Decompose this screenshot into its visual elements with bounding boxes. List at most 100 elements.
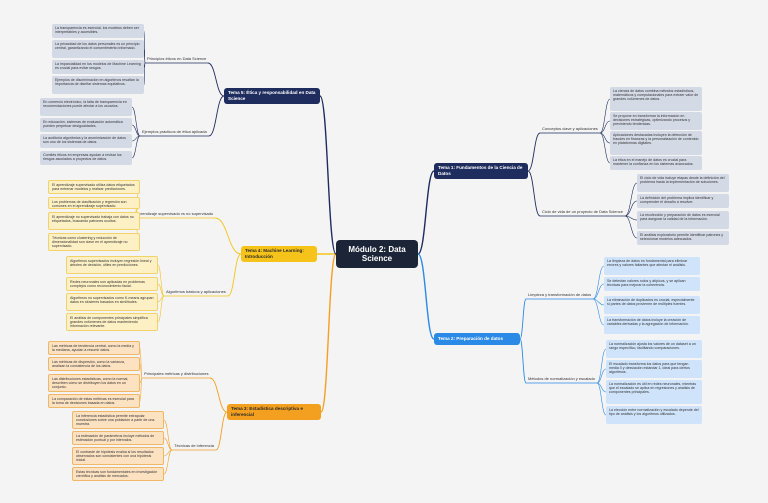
subtopic-inferencia[interactable]: Técnicas de inferencia (174, 443, 215, 448)
connector-line (592, 298, 605, 326)
subtopic-limpieza[interactable]: Limpieza y transformación de datos (528, 292, 592, 297)
leaf-item[interactable]: Las métricas de dispersión, como la vari… (48, 357, 140, 371)
leaf-item[interactable]: Comités éticos en empresas ayudan a revi… (40, 151, 132, 165)
connector-line (227, 253, 242, 297)
connector-line (596, 382, 607, 416)
connector-line (624, 215, 638, 221)
subtopic-principios[interactable]: Principios éticos en Data Science (147, 56, 207, 61)
connector-line (215, 411, 228, 451)
connector-line (599, 120, 611, 134)
connector-line (592, 298, 605, 306)
connector-line (319, 95, 337, 255)
connector-line (527, 170, 541, 217)
connector-line (624, 182, 638, 217)
connector-line (131, 124, 141, 137)
leaf-item[interactable]: Aplicaciones destacadas incluyen la dete… (610, 131, 702, 155)
leaf-item[interactable]: El contraste de hipótesis evalúa si los … (72, 447, 164, 465)
connector-line (163, 449, 173, 475)
leaf-item[interactable]: La definición del problema implica ident… (637, 194, 729, 208)
leaf-item[interactable]: El análisis exploratorio permite identif… (637, 231, 729, 245)
leaf-item[interactable]: Las métricas de tendencia central, como … (48, 341, 140, 355)
connector-line (143, 62, 146, 86)
connector-line (519, 338, 527, 384)
connector-line (207, 62, 225, 97)
leaf-item[interactable]: El ciclo de vida incluye etapas desde la… (637, 174, 729, 192)
subtopic-ejemplos-eticos[interactable]: Ejemplos prácticos de ética aplicada (142, 129, 207, 134)
leaf-item[interactable]: Estas técnicas son fundamentales en inve… (72, 467, 164, 481)
connector-line (163, 437, 173, 451)
topic-tema-4[interactable]: Tema 4: Machine Learning: Introducción (241, 246, 317, 262)
subtopic-normalizacion[interactable]: Métodos de normalización y escalado (528, 376, 595, 381)
connector-line (139, 377, 143, 402)
subtopic-aprendizaje[interactable]: Aprendizaje supervisado vs no supervisad… (136, 211, 214, 216)
leaf-item[interactable]: En educación, sistemas de evaluación aut… (40, 118, 132, 132)
connector-line (596, 368, 607, 384)
topic-tema-1[interactable]: Tema 1: Fundamentos de la Ciencia de Dat… (434, 163, 528, 179)
connector-line (157, 264, 165, 297)
connector-line (208, 95, 225, 137)
connector-line (417, 253, 435, 340)
connector-line (596, 382, 607, 393)
leaf-item[interactable]: La recolección y preparación de datos es… (637, 211, 729, 229)
connector-line (131, 106, 141, 137)
leaf-item[interactable]: La auditoría algorítmica y la anonimizac… (40, 134, 132, 148)
leaf-item[interactable]: Algoritmos no supervisados como K-means … (66, 293, 158, 311)
subtopic-ciclo-de-vida[interactable]: Ciclo de vida de un proyecto de Data Sci… (542, 209, 623, 214)
connector-line (163, 419, 173, 451)
leaf-item[interactable]: La privacidad de los datos personales es… (52, 40, 144, 58)
leaf-item[interactable]: El escalado transforma los datos para qu… (606, 360, 702, 378)
subtopic-algoritmos[interactable]: Algoritmos básicos y aplicaciones (166, 289, 226, 294)
connector-line (624, 215, 638, 239)
connector-line (131, 135, 141, 142)
connector-line (599, 132, 611, 144)
connector-line (527, 132, 541, 172)
connector-line (139, 363, 143, 379)
central-topic[interactable]: Módulo 2: Data Science (336, 240, 418, 268)
leaf-item[interactable]: La comparación de estas métricas es esen… (48, 394, 140, 408)
leaf-item[interactable]: Se detectan valores nulos y atípicos, y … (604, 277, 700, 291)
topic-tema-2[interactable]: Tema 2: Preparación de datos (434, 333, 520, 345)
topic-tema-5[interactable]: Tema 5: Ética y responsabilidad en Data … (224, 88, 320, 104)
leaf-item[interactable]: La transparencia es esencial, los modelo… (52, 24, 144, 38)
leaf-item[interactable]: Los problemas de clasificación y regresi… (48, 197, 140, 209)
leaf-item[interactable]: El aprendizaje supervisado utiliza datos… (48, 180, 140, 194)
connector-line (592, 283, 605, 300)
connector-line (131, 135, 141, 159)
leaf-item[interactable]: La transformación de datos incluye la cr… (604, 316, 700, 334)
leaf-item[interactable]: Las distribuciones estadísticas, como la… (48, 374, 140, 392)
connector-line (624, 200, 638, 217)
leaf-item[interactable]: Algoritmos supervisados incluyen regresi… (66, 256, 158, 274)
subtopic-metricas[interactable]: Principales métricas y distribuciones (144, 371, 209, 376)
leaf-item[interactable]: El análisis de componentes principales s… (66, 313, 158, 331)
connector-line (592, 265, 605, 300)
leaf-item[interactable]: Se propone en transformar la información… (610, 112, 702, 130)
connector-line (157, 295, 165, 323)
leaf-item[interactable]: La inferencia estadística permite extrap… (72, 411, 164, 429)
leaf-item[interactable]: La ciencia de datos combina métodos esta… (610, 87, 702, 111)
connector-line (214, 217, 242, 255)
connector-line (157, 283, 165, 297)
leaf-item[interactable]: La imparcialidad en los modelos de Machi… (52, 60, 144, 74)
leaf-item[interactable]: En comercio electrónico, la falta de tra… (40, 98, 132, 116)
connector-line (209, 377, 228, 413)
leaf-item[interactable]: Redes neuronales son aplicadas en proble… (66, 277, 158, 291)
leaf-item[interactable]: La normalización es útil en redes neuron… (606, 380, 702, 404)
connector-line (143, 48, 146, 64)
leaf-item[interactable]: La ética en el manejo de datos es crucia… (610, 156, 702, 170)
leaf-item[interactable]: La eliminación de duplicados es crucial,… (604, 296, 700, 314)
topic-tema-3[interactable]: Tema 3: Estadística descriptiva e infere… (227, 404, 321, 420)
connector-line (163, 449, 173, 457)
connector-line (599, 132, 611, 164)
leaf-item[interactable]: La elección entre normalización y escala… (606, 406, 702, 424)
leaf-item[interactable]: La limpieza de datos es fundamental para… (604, 257, 700, 275)
leaf-item[interactable]: Técnicas como clustering y reducción de … (48, 233, 140, 251)
subtopic-conceptos-clave[interactable]: Conceptos clave y aplicaciones (542, 126, 598, 131)
leaf-item[interactable]: La estimación de parámetros incluye méto… (72, 431, 164, 445)
connector-line (596, 348, 607, 384)
connector-line (157, 295, 165, 303)
leaf-item[interactable]: Ejemplos de discriminación en algoritmos… (52, 76, 144, 94)
connector-line (320, 253, 337, 413)
leaf-item[interactable]: El aprendizaje no supervisado trabaja co… (48, 212, 140, 230)
leaf-item[interactable]: La normalización ajusta los valores de u… (606, 340, 702, 358)
